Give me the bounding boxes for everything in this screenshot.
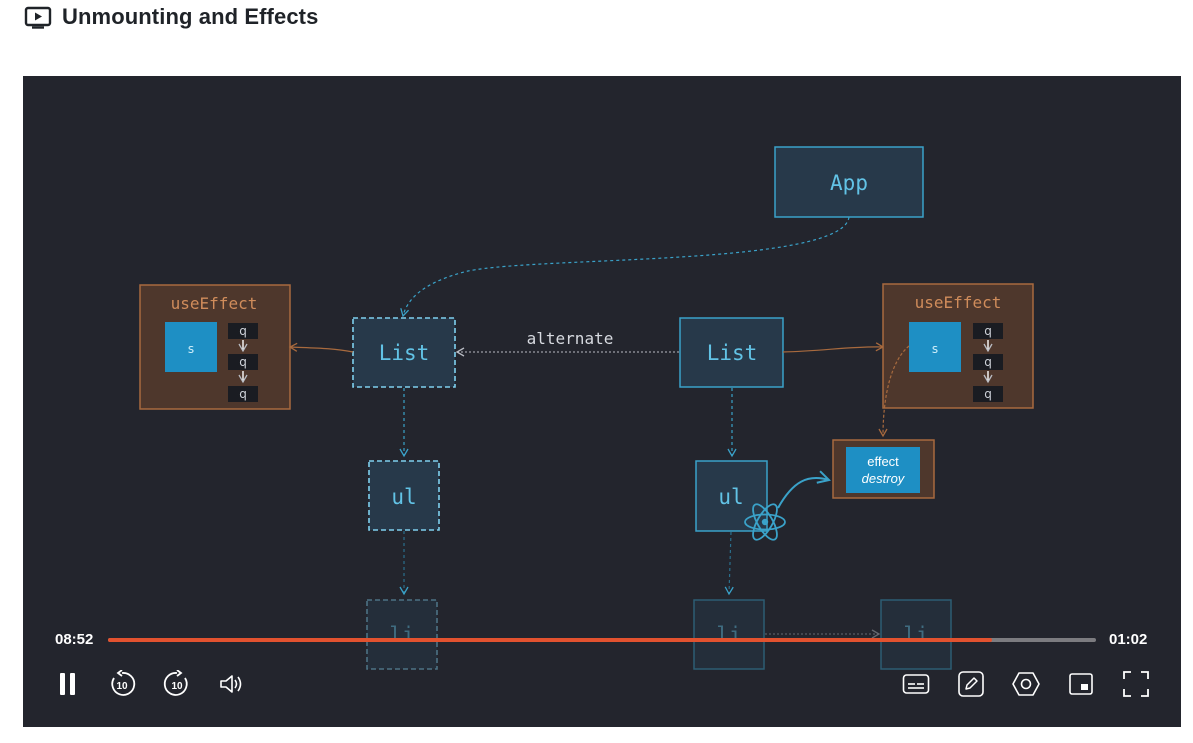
app-node-label: App xyxy=(830,171,868,195)
list-node-alternate: List xyxy=(679,317,784,388)
alternate-label: alternate xyxy=(527,329,614,348)
li-node-sibling: li xyxy=(765,599,952,670)
ul-node-current: ul xyxy=(368,460,440,531)
use-effect-label: useEffect xyxy=(171,294,258,313)
use-effect-label: useEffect xyxy=(915,293,1002,312)
fullscreen-button[interactable] xyxy=(1119,667,1153,701)
picture-in-picture-icon xyxy=(1069,673,1093,695)
video-play-icon xyxy=(24,6,52,29)
effect-to-destroy-connector xyxy=(878,345,910,438)
fullscreen-icon xyxy=(1123,671,1149,697)
use-effect-box-alternate: useEffect s q q q xyxy=(882,283,1034,409)
volume-button[interactable] xyxy=(216,667,246,701)
video-player[interactable]: App useEffect s q q q List alternat xyxy=(23,76,1181,727)
state-label: s xyxy=(188,342,194,356)
elapsed-time: 08:52 xyxy=(55,631,94,648)
lesson-title: Unmounting and Effects xyxy=(62,4,319,29)
ul-to-li-connector xyxy=(724,531,734,596)
ul-node-label: ul xyxy=(718,485,743,509)
use-effect-box-current: useEffect s q q q xyxy=(139,284,291,410)
progress-fill xyxy=(108,638,993,642)
forward-10-button[interactable]: 10 xyxy=(162,667,192,701)
forward-10-label: 10 xyxy=(171,681,183,692)
list-node-label: List xyxy=(707,341,758,365)
list-to-effect-connector xyxy=(288,342,354,353)
app-to-list-connector xyxy=(400,216,850,318)
li-node-alternate: li xyxy=(693,599,765,670)
picture-in-picture-button[interactable] xyxy=(1065,667,1097,701)
settings-button[interactable] xyxy=(1010,667,1042,701)
queue-label: q xyxy=(984,387,992,401)
state-label: s xyxy=(932,342,938,356)
effect-label: effect xyxy=(867,454,899,469)
captions-button[interactable] xyxy=(900,667,932,701)
diagram: App useEffect s q q q List alternat xyxy=(139,146,1034,670)
forward-10-icon: 10 xyxy=(163,670,188,696)
rewind-10-button[interactable]: 10 xyxy=(107,667,137,701)
lesson-header: Unmounting and Effects xyxy=(24,3,318,31)
queue-label: q xyxy=(984,324,992,338)
li-node-label: li xyxy=(903,623,928,647)
queue-label: q xyxy=(239,355,247,369)
list-node-label: List xyxy=(379,341,430,365)
queue-label: q xyxy=(239,387,247,401)
queue-label: q xyxy=(984,355,992,369)
ul-node-label: ul xyxy=(391,485,416,509)
pause-button[interactable] xyxy=(53,667,83,701)
pause-icon xyxy=(60,673,75,695)
notes-button[interactable] xyxy=(955,667,987,701)
pencil-icon xyxy=(958,671,984,697)
settings-icon xyxy=(1012,672,1040,696)
volume-icon xyxy=(220,675,242,693)
effect-destroy-box: effect destroy xyxy=(832,439,935,499)
li-node-current: li xyxy=(366,599,438,670)
li-node-label: li xyxy=(389,623,414,647)
rewind-10-label: 10 xyxy=(116,681,128,692)
li-node-label: li xyxy=(716,623,741,647)
list-node-current: List xyxy=(352,317,456,388)
react-atom-icon xyxy=(744,503,786,541)
destroy-label: destroy xyxy=(862,471,906,486)
remaining-time: 01:02 xyxy=(1109,631,1148,648)
progress-bar[interactable] xyxy=(108,638,1096,642)
react-to-destroy-arrow xyxy=(777,470,832,509)
captions-icon xyxy=(902,674,930,694)
list-to-effect-connector xyxy=(782,342,885,353)
rewind-10-icon: 10 xyxy=(111,670,136,696)
app-node: App xyxy=(774,146,924,218)
queue-label: q xyxy=(239,324,247,338)
